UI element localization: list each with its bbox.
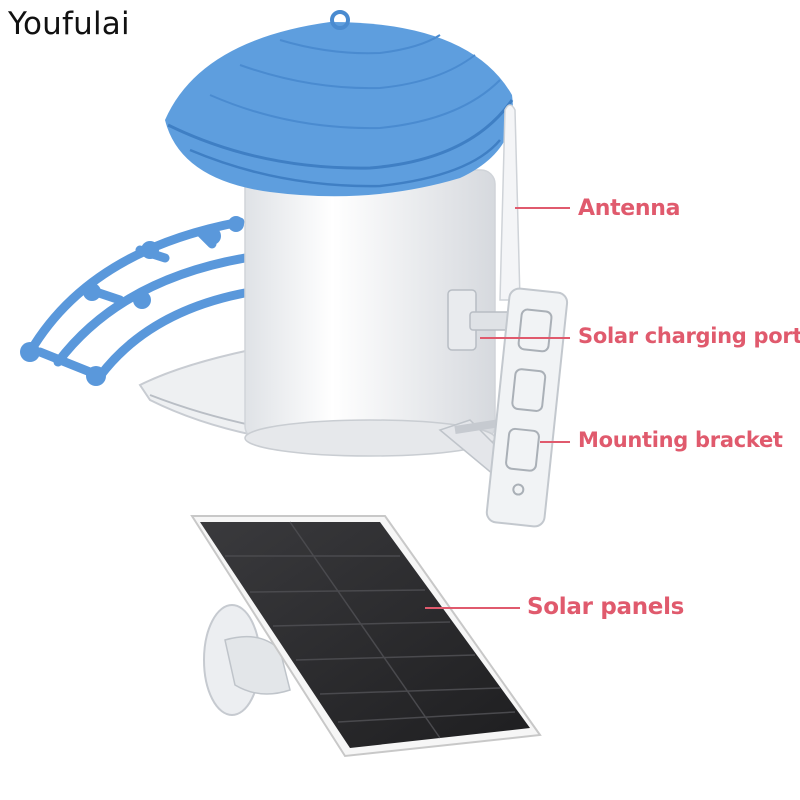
bird-feeder: [20, 10, 569, 528]
panel-wall-mount: [203, 604, 291, 716]
mounting-bracket: [485, 287, 569, 528]
callout-solar-charging-port: Solar charging port: [578, 324, 800, 348]
callout-mounting-bracket: Mounting bracket: [578, 428, 783, 452]
callout-solar-panels: Solar panels: [527, 594, 685, 620]
brand-watermark: Youfulai: [8, 6, 130, 42]
perch-joints: [20, 216, 244, 386]
callout-lines: [425, 207, 570, 609]
hanging-loop: [330, 10, 350, 30]
panel-cells: [225, 521, 516, 739]
solar-panel-assembly: [190, 515, 542, 758]
antenna: [499, 104, 521, 301]
roof: [165, 10, 514, 197]
callout-antenna: Antenna: [578, 196, 681, 221]
